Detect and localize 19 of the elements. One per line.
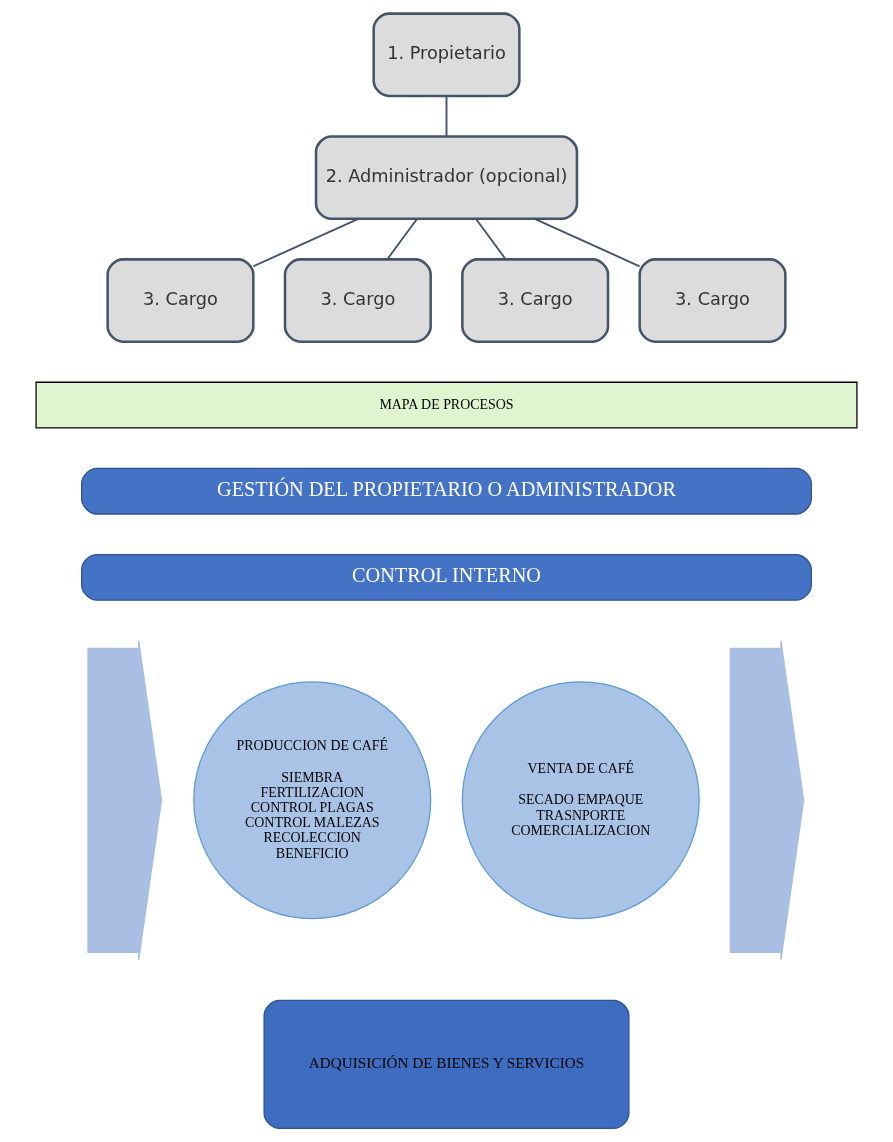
node-box: GESTIÓN DEL PROPIETARIO O ADMINISTRADOR: [81, 467, 812, 515]
node-box: CONTROL INTERNO: [81, 553, 812, 601]
node-arrow: [87, 640, 163, 961]
node-box: 3. Cargo: [283, 258, 432, 343]
node-box: MAPA DE PROCESOS: [35, 381, 858, 429]
node-box: 3. Cargo: [106, 258, 255, 343]
connector: [252, 217, 360, 268]
node-circle: VENTA DE CAFÉ SECADO EMPAQUE TRASNPORTE COMERCIALIZACION: [461, 681, 700, 920]
node-circle: PRODUCCION DE CAFÉ SIEMBRA FERTILIZACION CONTROL PLAGAS CONTROL MALEZAS RECOLECCION BENEFICIO: [193, 681, 432, 920]
connector: [533, 217, 641, 268]
node-box: 3. Cargo: [461, 258, 610, 343]
node-box: 2. Administrador (opcional): [314, 135, 579, 221]
connector: [475, 218, 507, 260]
connector: [386, 218, 418, 260]
node-box: 3. Cargo: [638, 258, 787, 343]
node-box: ADQUISICIÓN DE BIENES Y SERVICIOS: [263, 999, 630, 1129]
connector: [445, 95, 448, 138]
node-box: 1. Propietario: [372, 12, 521, 98]
node-arrow: [729, 640, 805, 961]
